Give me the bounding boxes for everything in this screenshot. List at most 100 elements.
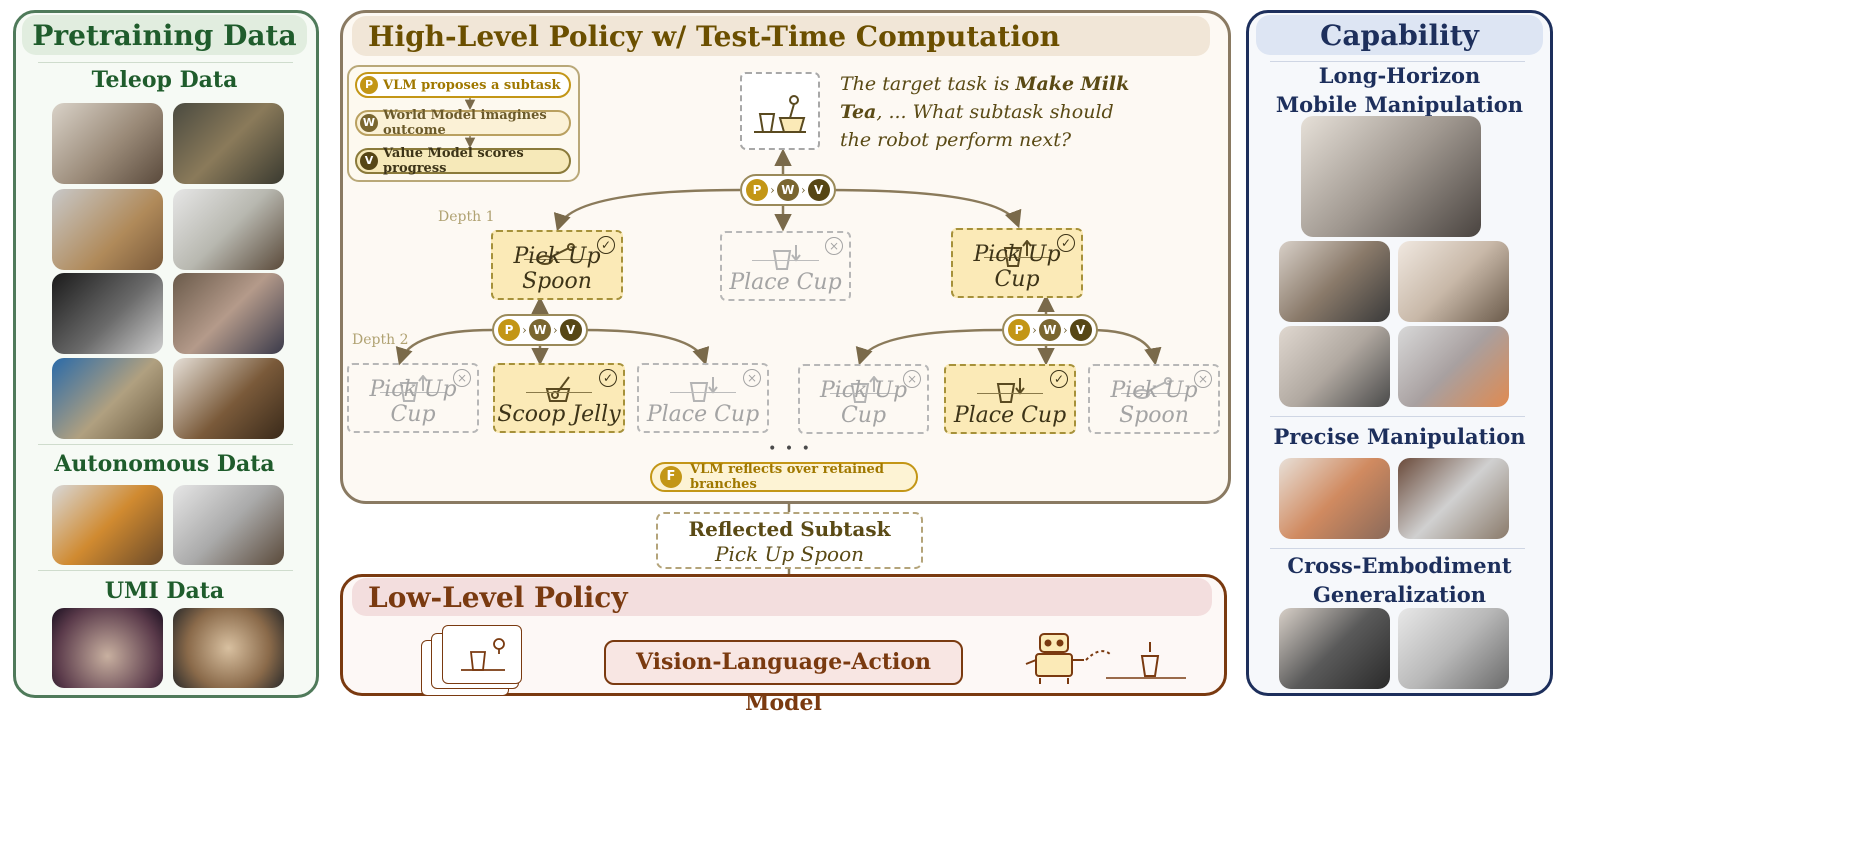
robot-icon (1025, 633, 1186, 684)
node-label: Pick Up Cup (973, 242, 1061, 292)
reflected-value: Pick Up Spoon (714, 542, 864, 566)
badge-p: P (360, 76, 378, 94)
capability-longhorizon-title: Long-Horizon Mobile Manipulation (1256, 61, 1543, 119)
photo-teleop-4 (173, 189, 284, 270)
separator (38, 444, 293, 445)
depth1-node-pick-up-spoon: ✓ Pick Up Spoon (491, 230, 623, 300)
check-icon: ✓ (597, 236, 615, 254)
photo-umi-2 (173, 608, 284, 688)
badge-p: P (498, 319, 520, 341)
badge-w: W (776, 179, 799, 201)
capability-title-text: Capability (1320, 18, 1479, 52)
node-label: Place Cup (953, 403, 1067, 428)
cup-pick-icon (850, 376, 879, 403)
cup-pick-icon (1003, 240, 1032, 267)
spoon-icon (537, 243, 575, 265)
pretraining-title: Pretraining Data (22, 15, 307, 55)
umi-title: UMI Data (104, 578, 225, 604)
separator (38, 570, 293, 571)
photo-longhorizon-2 (1398, 241, 1509, 322)
pretraining-title-text: Pretraining Data (32, 18, 297, 52)
node-label: Pick Up Spoon (1110, 378, 1198, 428)
cross-icon: × (825, 237, 843, 255)
low-level-title-text: Low-Level Policy (368, 580, 628, 614)
photo-longhorizon-1 (1279, 241, 1390, 322)
capability-cross-title: Cross-Embodiment Generalization (1256, 551, 1543, 609)
node-label: Place Cup (729, 270, 842, 295)
cup-place-icon (772, 245, 801, 270)
depth1-node-place-cup: × Place Cup (720, 231, 851, 301)
photo-cross-1 (1279, 608, 1390, 689)
node-label: Place Cup (646, 402, 760, 427)
pwv-selector-root: P› W› V (740, 174, 836, 206)
high-level-title: High-Level Policy w/ Test-Time Computati… (352, 16, 1210, 56)
ellipsis: • • • (768, 441, 812, 457)
legend-propose-text: VLM proposes a subtask (383, 77, 561, 93)
badge-v: V (807, 179, 830, 201)
depth1-label: Depth 1 (438, 209, 495, 225)
milk-tea-icon (754, 95, 806, 133)
prompt-text-c: , ... What subtask should the robot perf… (840, 101, 1114, 151)
legend-imagine-text: World Model imagines outcome (383, 108, 547, 138)
separator (1270, 548, 1525, 549)
depth2-node-pick-up-cup-1: × Pick Up Cup (347, 363, 479, 433)
cross-icon: × (1194, 370, 1212, 388)
scoop-icon (545, 376, 571, 402)
check-icon: ✓ (1050, 370, 1068, 388)
photo-teleop-6 (173, 273, 284, 354)
cup-pick-icon (399, 375, 428, 402)
cup-place-icon (689, 377, 718, 402)
photo-longhorizon-4 (1398, 326, 1509, 407)
depth2-node-scoop-jelly: ✓ Scoop Jelly (493, 363, 625, 433)
low-level-title: Low-Level Policy (352, 578, 1212, 616)
photo-autonomous-2 (173, 485, 284, 565)
legend-imagine: W World Model imagines outcome (355, 108, 571, 138)
title-line: Cross-Embodiment (1287, 553, 1512, 578)
badge-v: V (559, 319, 582, 341)
badge-f: F (660, 466, 682, 488)
title-line: Mobile Manipulation (1275, 92, 1524, 117)
badge-v: V (360, 152, 378, 170)
task-prompt: The target task is Make Milk Tea, ... Wh… (840, 70, 1130, 154)
badge-w: W (1038, 319, 1061, 341)
root-task-node (740, 72, 820, 150)
photo-teleop-5 (52, 273, 163, 354)
badge-p: P (746, 179, 768, 201)
prompt-task-name: Make Milk Tea (840, 73, 1130, 123)
node-label: Pick Up Cup (819, 378, 908, 428)
observation-card-front (442, 625, 522, 684)
photo-precise-2 (1398, 458, 1509, 539)
photo-autonomous-1 (52, 485, 163, 565)
depth2-node-pick-up-spoon: × Pick Up Spoon (1088, 364, 1220, 434)
photo-teleop-1 (52, 103, 163, 184)
badge-v: V (1069, 319, 1092, 341)
pwv-selector-right: P› W› V (1002, 314, 1098, 346)
depth1-node-pick-up-cup: ✓ Pick Up Cup (951, 228, 1083, 298)
photo-cross-2 (1398, 608, 1509, 689)
legend-propose: P VLM proposes a subtask (355, 72, 571, 98)
photo-longhorizon-main (1301, 116, 1481, 237)
reflected-subtask-box: Reflected Subtask Pick Up Spoon (656, 512, 923, 569)
pwv-selector-left: P› W› V (492, 314, 588, 346)
cross-icon: × (453, 369, 471, 387)
depth2-node-pick-up-cup-2: × Pick Up Cup (798, 364, 929, 434)
legend-value-text: Value Model scores progress (383, 146, 524, 176)
check-icon: ✓ (1057, 234, 1075, 252)
photo-longhorizon-3 (1279, 326, 1390, 407)
photo-teleop-3 (52, 189, 163, 270)
node-label: Scoop Jelly (497, 402, 621, 427)
high-level-title-text: High-Level Policy w/ Test-Time Computati… (368, 19, 1061, 53)
depth2-node-place-cup-1: × Place Cup (637, 363, 769, 433)
badge-p: P (1008, 319, 1030, 341)
photo-teleop-7 (52, 358, 163, 439)
vla-model-text: Vision-Language-Action Model (635, 649, 932, 716)
title-line: Long-Horizon (1318, 63, 1481, 88)
capability-title: Capability (1256, 15, 1543, 55)
photo-umi-1 (52, 608, 163, 688)
vla-model-box: Vision-Language-Action Model (604, 640, 963, 716)
prompt-text-a: The target task is (840, 73, 1016, 95)
reflected-title: Reflected Subtask (688, 517, 891, 541)
reflect-pill: F VLM reflects over retained branches (650, 462, 918, 492)
spoon-icon (1134, 377, 1172, 399)
title-line: Generalization (1312, 582, 1487, 607)
